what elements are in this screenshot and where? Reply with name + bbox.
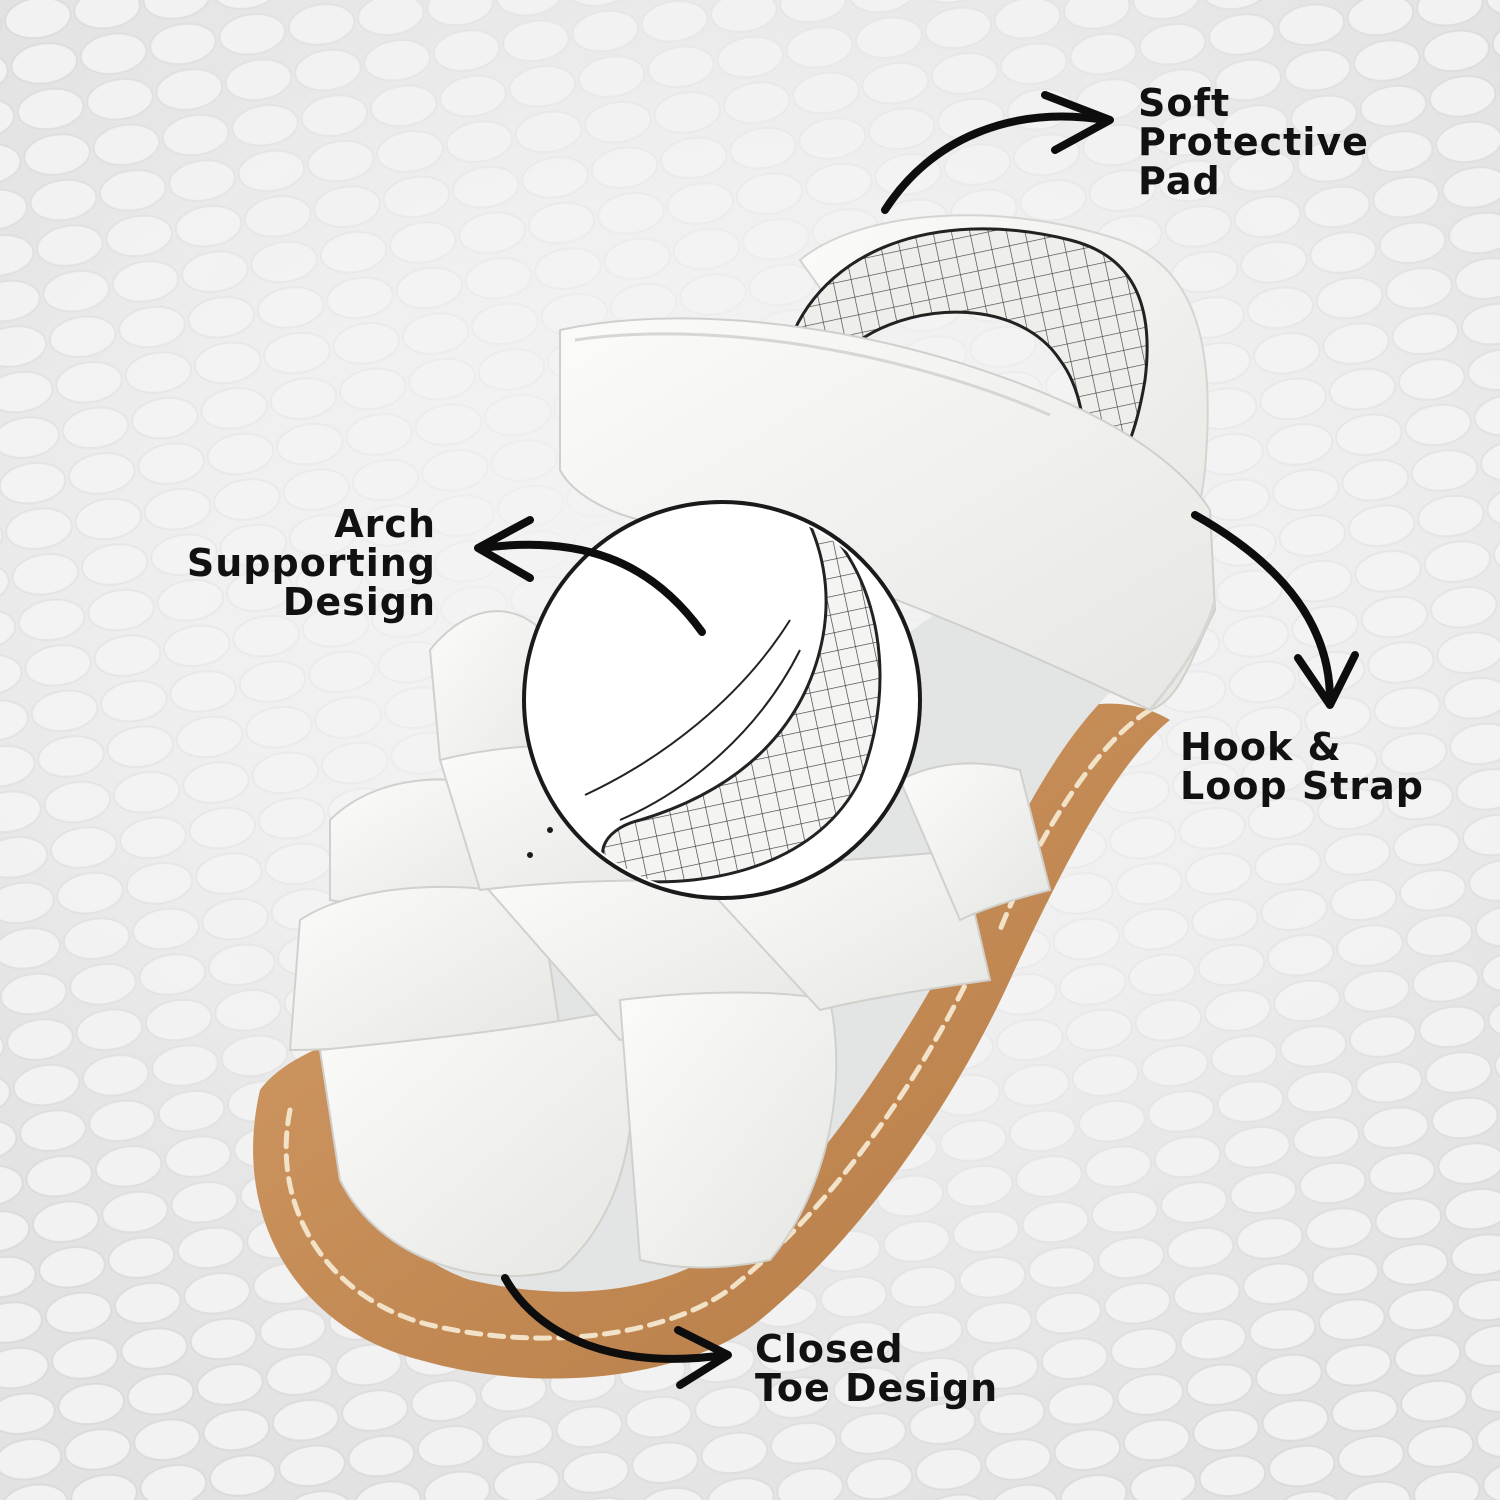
callout-line: Supporting — [186, 541, 436, 585]
callout-line: Arch — [334, 502, 436, 546]
hook-loop-strap — [559, 317, 1217, 712]
callout-line: Hook & — [1180, 725, 1342, 769]
callout-arrows — [474, 91, 1359, 1389]
callout-line: Toe Design — [755, 1366, 999, 1410]
callout-hook-loop-strap: Hook & Loop Strap — [1180, 728, 1424, 806]
callout-line: Pad — [1138, 159, 1221, 203]
callout-line: Loop Strap — [1180, 764, 1424, 808]
callout-line: Design — [282, 580, 436, 624]
callout-arch-supporting-design: Arch Supporting Design — [140, 505, 436, 622]
callout-line: Soft — [1138, 81, 1231, 125]
callout-line: Protective — [1138, 120, 1369, 164]
callout-closed-toe-design: Closed Toe Design — [755, 1330, 998, 1408]
woven-upper — [288, 610, 1052, 1277]
callout-soft-protective-pad: Soft Protective Pad — [1138, 84, 1369, 201]
callout-line: Closed — [755, 1327, 904, 1371]
arch-zoom-circle — [522, 500, 922, 900]
